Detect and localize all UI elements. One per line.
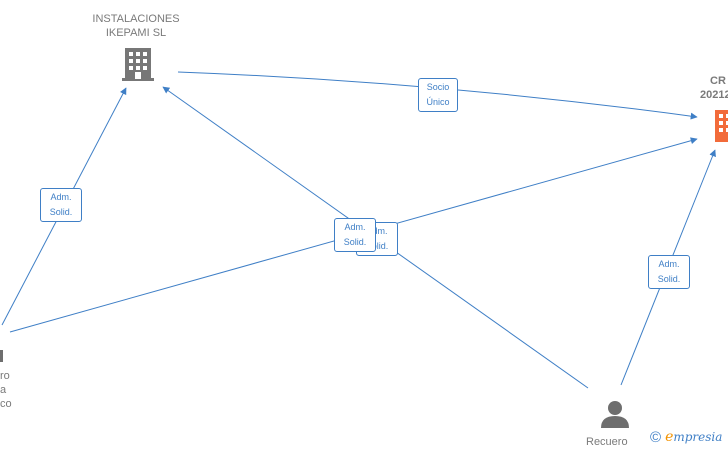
company-name-cr[interactable]: CR 20212 <box>700 75 728 101</box>
building-icon[interactable] <box>122 48 154 81</box>
person-icon-left[interactable] <box>0 350 3 362</box>
edge-label-adm-right[interactable]: Adm. Solid. <box>648 255 690 289</box>
copyright-icon: © <box>650 429 662 446</box>
person-icon[interactable] <box>601 401 629 428</box>
edge-label-adm-left[interactable]: Adm. Solid. <box>40 188 82 222</box>
person-name-left[interactable]: ro a co <box>0 370 12 410</box>
empresia-logo: ©empresia <box>650 429 723 446</box>
company-name-ikepami[interactable]: INSTALACIONES IKEPAMI SL <box>92 13 180 39</box>
person-name-recuero[interactable]: Recuero <box>586 436 628 448</box>
building-icon-orange[interactable] <box>715 110 728 142</box>
edge-label-adm-center-front[interactable]: Adm. Solid. <box>334 218 376 252</box>
edge-label-socio-unico[interactable]: Socio Único <box>418 78 458 112</box>
